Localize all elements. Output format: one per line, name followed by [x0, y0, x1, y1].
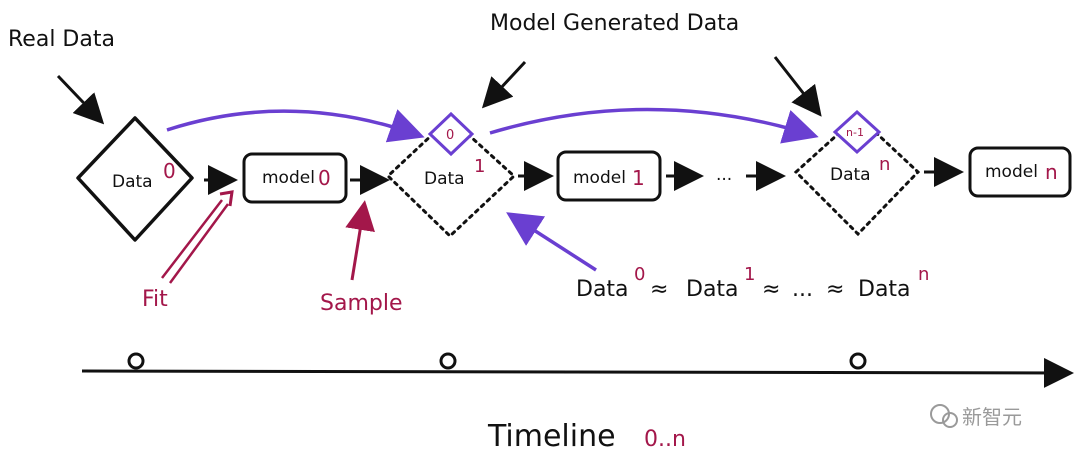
fit-arrowhead	[219, 190, 234, 207]
svg-text:0: 0	[634, 264, 645, 285]
timeline-marker-n	[849, 352, 867, 370]
svg-text:Data: Data	[686, 277, 739, 302]
ellipsis-text: ...	[716, 165, 732, 185]
svg-text:model: model	[262, 168, 315, 188]
svg-text:≈: ≈	[826, 277, 844, 302]
svg-text:...: ...	[792, 277, 813, 302]
model-generated-data-label: Model Generated Data	[490, 11, 739, 36]
data1-node: Data 1	[385, 115, 517, 239]
equation: Data 0 ≈ Data 1 ≈ ... ≈ Data n	[576, 264, 929, 302]
model-generated-arrow-2	[773, 56, 822, 117]
svg-text:Data: Data	[424, 169, 465, 189]
svg-text:1: 1	[744, 264, 755, 285]
real-data-arrow	[56, 74, 105, 125]
svg-text:1: 1	[474, 156, 485, 177]
svg-text:n-1: n-1	[846, 126, 864, 139]
svg-text:n: n	[918, 264, 929, 285]
timeline-marker-1	[439, 352, 457, 370]
fit-arrow	[161, 199, 230, 284]
svg-text:n: n	[879, 154, 890, 175]
svg-text:model: model	[985, 162, 1038, 182]
svg-text:Data: Data	[576, 277, 629, 302]
svg-text:1: 1	[632, 166, 645, 190]
timeline-marker-0	[127, 352, 145, 370]
watermark: 新智元	[930, 404, 1022, 429]
model0-node: model 0	[242, 152, 348, 204]
svg-text:≈: ≈	[650, 277, 668, 302]
timeline-axis	[81, 357, 1074, 388]
purple-arc-data1-to-datan	[489, 107, 819, 144]
svg-text:Data: Data	[830, 165, 871, 185]
svg-text:0: 0	[446, 128, 454, 143]
timeline-range: 0..n	[644, 427, 686, 452]
sample-arrow	[345, 200, 375, 281]
purple-arc-real-to-data1	[166, 109, 425, 143]
equation-arrow	[506, 212, 597, 272]
svg-text:Data: Data	[858, 277, 911, 302]
svg-text:0: 0	[318, 166, 331, 190]
svg-text:n: n	[1045, 160, 1058, 184]
svg-text:model: model	[573, 168, 626, 188]
datan-node: Data n	[793, 113, 921, 237]
sample-label: Sample	[320, 291, 403, 316]
svg-text:≈: ≈	[762, 277, 780, 302]
fit-label: Fit	[142, 287, 168, 312]
model-generated-arrow-1	[481, 60, 527, 109]
svg-text:新智元: 新智元	[962, 405, 1022, 429]
svg-text:Data: Data	[112, 172, 153, 192]
data0-node: Data 0	[76, 116, 194, 242]
real-data-label: Real Data	[8, 27, 115, 52]
timeline-label: Timeline	[487, 419, 616, 454]
modeln-node: model n	[968, 146, 1072, 198]
svg-text:0: 0	[163, 159, 176, 183]
data1-mini-diamond: 0	[427, 111, 475, 157]
model1-node: model 1	[556, 150, 662, 202]
datan-mini-diamond: n-1	[832, 109, 882, 155]
